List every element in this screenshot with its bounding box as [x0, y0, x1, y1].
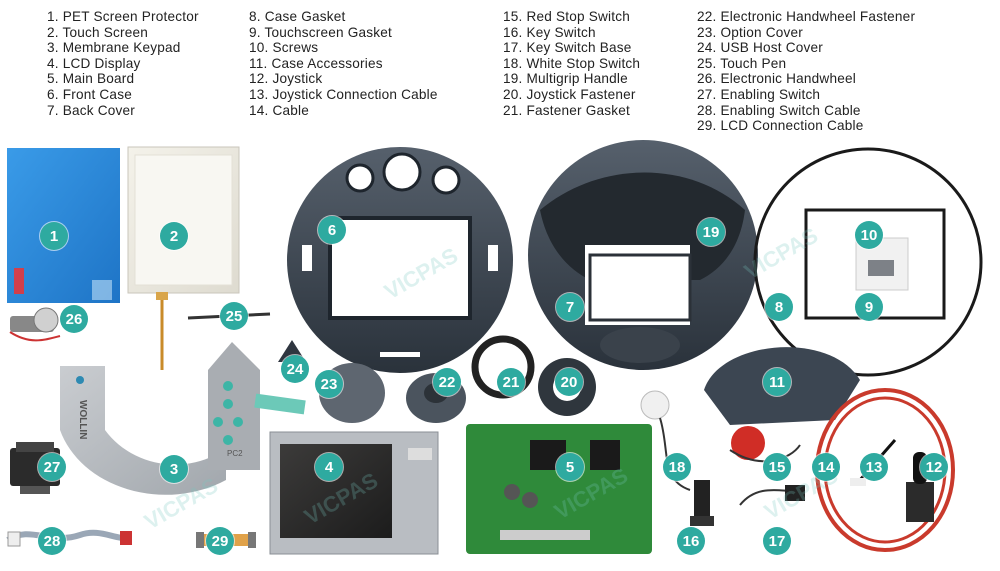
number-badge: 15 [763, 453, 791, 481]
number-badge: 17 [763, 527, 791, 555]
legend-item: 2. Touch Screen [47, 24, 148, 40]
enabling-switch-cable [6, 529, 132, 547]
number-badge: 22 [433, 368, 461, 396]
legend-item: 29. LCD Connection Cable [697, 118, 864, 134]
multigrip-handle [528, 140, 758, 370]
number-badge: 1 [40, 222, 68, 250]
legend-item: 24. USB Host Cover [697, 40, 823, 56]
red-stop-switch [729, 426, 801, 463]
legend-item: 10. Screws [249, 40, 319, 56]
number-badge: 27 [38, 453, 66, 481]
legend-item: 25. Touch Pen [697, 55, 787, 71]
number-badge: 6 [318, 216, 346, 244]
case-gasket [753, 147, 983, 377]
parts-legend: 1. PET Screen Protector 2. Touch Screen … [0, 9, 1000, 139]
legend-column-4: 22. Electronic Handwheel Fastener 23. Op… [697, 9, 915, 134]
legend-item: 9. Touchscreen Gasket [249, 24, 392, 40]
legend-item: 16. Key Switch [503, 24, 596, 40]
legend-item: 27. Enabling Switch [697, 86, 821, 102]
number-badge: 4 [315, 453, 343, 481]
legend-item: 18. White Stop Switch [503, 55, 641, 71]
legend-item: 21. Fastener Gasket [503, 102, 630, 118]
number-badge: 14 [812, 453, 840, 481]
number-badge: 12 [920, 453, 948, 481]
number-badge: 7 [556, 293, 584, 321]
number-badge: 9 [855, 293, 883, 321]
legend-item: 17. Key Switch Base [503, 40, 632, 56]
membrane-keypad: WOLLIN PC2 [60, 342, 306, 495]
legend-item: 5. Main Board [47, 71, 135, 87]
legend-item: 14. Cable [249, 102, 309, 118]
number-badge: 13 [860, 453, 888, 481]
legend-item: 20. Joystick Fastener [503, 86, 636, 102]
legend-item: 22. Electronic Handwheel Fastener [697, 9, 916, 24]
lcd-display [269, 431, 439, 555]
legend-column-3: 15. Red Stop Switch 16. Key Switch 17. K… [503, 9, 640, 118]
legend-column-1: 1. PET Screen Protector 2. Touch Screen … [47, 9, 199, 118]
number-badge: 2 [160, 222, 188, 250]
keypad-brand-text: WOLLIN [77, 400, 88, 439]
legend-item: 3. Membrane Keypad [47, 40, 181, 56]
number-badge: 5 [556, 453, 584, 481]
legend-item: 15. Red Stop Switch [503, 9, 630, 24]
legend-item: 28. Enabling Switch Cable [697, 102, 861, 118]
key-switch [690, 480, 714, 526]
number-badge: 23 [315, 370, 343, 398]
number-badge: 19 [697, 218, 725, 246]
legend-item: 7. Back Cover [47, 102, 135, 118]
number-badge: 11 [763, 368, 791, 396]
number-badge: 29 [206, 527, 234, 555]
number-badge: 3 [160, 455, 188, 483]
legend-item: 13. Joystick Connection Cable [249, 86, 438, 102]
legend-item: 19. Multigrip Handle [503, 71, 628, 87]
front-case [287, 147, 513, 373]
fastener-gasket [471, 335, 535, 399]
legend-item: 23. Option Cover [697, 24, 803, 40]
number-badge: 10 [855, 221, 883, 249]
touch-screen [127, 146, 240, 370]
keypad-model-text: PC2 [227, 449, 243, 458]
number-badge: 24 [281, 355, 309, 383]
main-board [466, 424, 652, 554]
legend-item: 6. Front Case [47, 86, 132, 102]
number-badge: 20 [555, 368, 583, 396]
number-badge: 21 [497, 368, 525, 396]
legend-column-2: 8. Case Gasket 9. Touchscreen Gasket 10.… [249, 9, 438, 118]
key-switch-base [739, 485, 805, 506]
legend-item: 26. Electronic Handwheel [697, 71, 856, 87]
number-badge: 28 [38, 527, 66, 555]
number-badge: 18 [663, 453, 691, 481]
legend-item: 1. PET Screen Protector [47, 9, 199, 24]
legend-item: 8. Case Gasket [249, 9, 346, 24]
number-badge: 8 [765, 293, 793, 321]
legend-item: 4. LCD Display [47, 55, 141, 71]
number-badge: 26 [60, 305, 88, 333]
legend-item: 12. Joystick [249, 71, 323, 87]
number-badge: 16 [677, 527, 705, 555]
electronic-handwheel [9, 307, 61, 342]
legend-item: 11. Case Accessories [249, 55, 383, 71]
number-badge: 25 [220, 302, 248, 330]
